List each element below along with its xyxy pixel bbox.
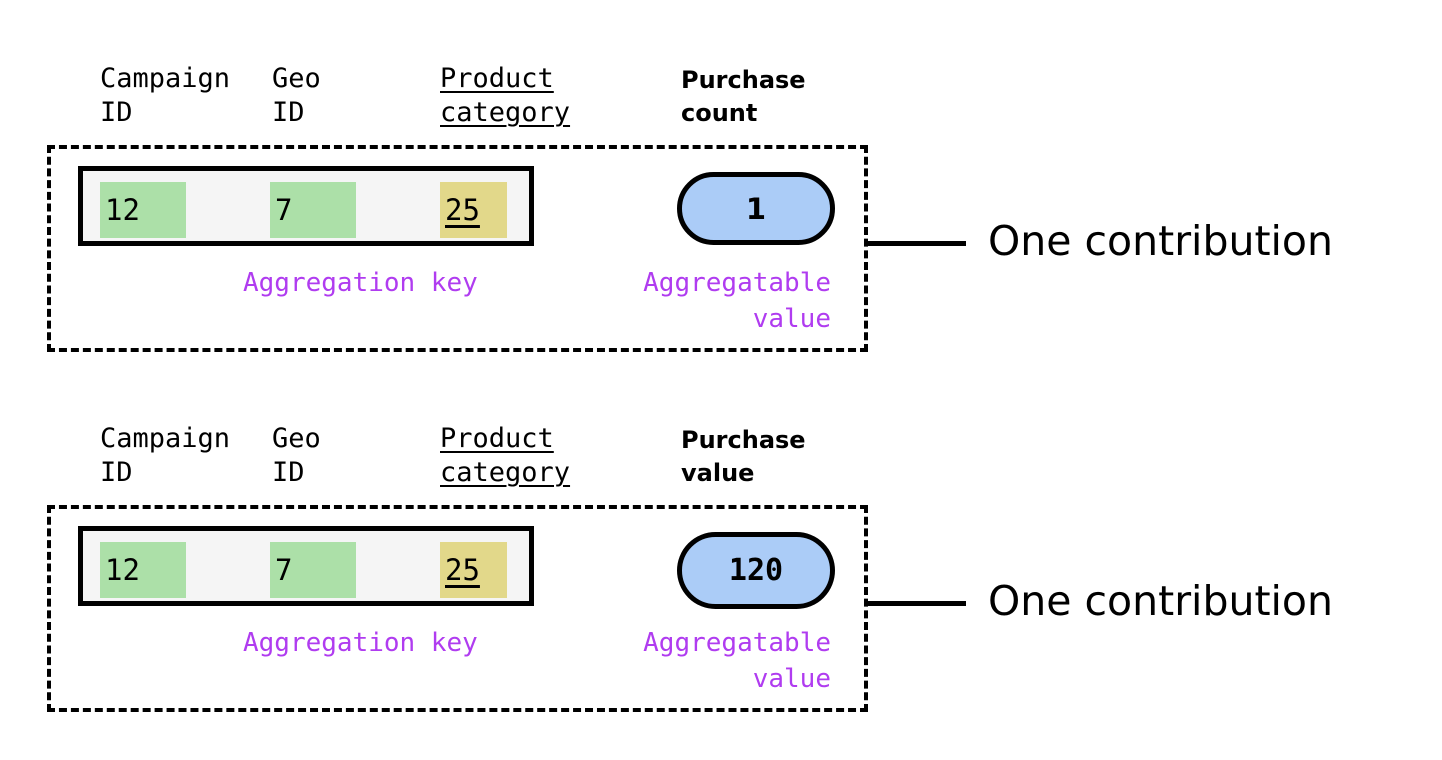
header-geo-id: Geo ID	[272, 423, 321, 488]
annotation-aggregatable-value: Aggregatable value	[643, 628, 831, 694]
header-product-category: Product category	[440, 423, 571, 488]
key-cell-campaign-id: 12	[100, 542, 186, 598]
key-cell-value: 7	[275, 192, 293, 227]
key-cell-geo-id: 7	[270, 542, 356, 598]
contribution-block-value: Campaign ID Geo ID Product category Purc…	[0, 360, 1442, 760]
leader-line	[866, 241, 966, 246]
contribution-caption: One contribution	[988, 577, 1333, 625]
header-purchase-count: Purchase count	[681, 66, 806, 127]
contribution-boundary	[47, 505, 868, 712]
annotation-aggregatable-value: Aggregatable value	[643, 268, 831, 334]
key-cell-product-category: 25	[440, 182, 507, 238]
aggregatable-value-text: 120	[728, 553, 784, 588]
leader-line	[866, 601, 966, 606]
annotation-aggregation-key: Aggregation key	[243, 268, 478, 298]
key-cell-value: 25	[445, 192, 480, 227]
aggregation-key-row: 12 7 25	[78, 166, 534, 246]
aggregation-key-row: 12 7 25	[78, 526, 534, 606]
aggregatable-value-text: 1	[745, 191, 767, 226]
key-cell-value: 12	[105, 192, 140, 227]
annotation-aggregation-key: Aggregation key	[243, 628, 478, 658]
header-purchase-value: Purchase value	[681, 426, 806, 487]
header-geo-id: Geo ID	[272, 63, 321, 128]
key-cell-campaign-id: 12	[100, 182, 186, 238]
aggregatable-value-pill: 1	[677, 172, 835, 245]
contribution-boundary	[47, 145, 868, 352]
contribution-block-count: Campaign ID Geo ID Product category Purc…	[0, 0, 1442, 370]
key-cell-value: 7	[275, 552, 293, 587]
aggregatable-value-pill: 120	[677, 532, 835, 609]
contribution-caption: One contribution	[988, 217, 1333, 265]
key-cell-value: 12	[105, 552, 140, 587]
key-cell-geo-id: 7	[270, 182, 356, 238]
header-product-category: Product category	[440, 63, 571, 128]
key-cell-value: 25	[445, 552, 480, 587]
key-cell-product-category: 25	[440, 542, 507, 598]
header-campaign-id: Campaign ID	[100, 423, 231, 488]
header-campaign-id: Campaign ID	[100, 63, 231, 128]
